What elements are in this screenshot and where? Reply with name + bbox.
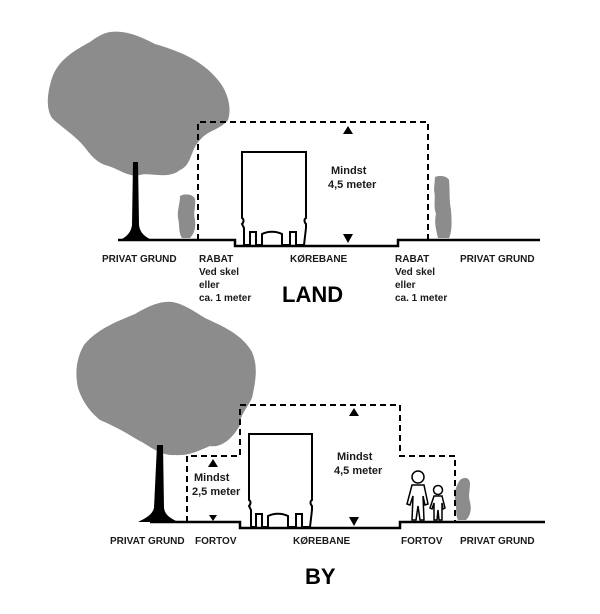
land-right-private-label: PRIVAT GRUND [460,254,535,265]
land-right-rabat-label: RABAT [395,254,430,265]
sidewalk-clearance-envelope [186,404,456,522]
truck-icon [240,151,307,246]
land-left-private-label: PRIVAT GRUND [102,254,177,265]
arrow-up-icon [349,408,359,416]
shrub-icon [177,194,196,238]
tree-icon [76,301,256,456]
land-height-label-2: 4,5 meter [328,179,377,191]
shrub-icon [454,477,471,520]
by-road-height-2: 4,5 meter [334,465,383,477]
tree-trunk [120,162,152,240]
by-sidewalk-height-1: Mindst [194,472,230,484]
pedestrians-icon [406,470,446,521]
land-title: LAND [282,282,344,307]
arrow-down-icon [209,515,217,521]
by-right-private-label: PRIVAT GRUND [460,536,535,547]
land-road-label: KØREBANE [290,254,348,265]
shrub-icon [434,176,452,238]
tree-icon [47,31,230,176]
by-right-sidewalk-label: FORTOV [401,536,443,547]
arrow-down-icon [343,234,353,243]
truck-icon [247,433,313,528]
clearance-envelope [197,121,429,240]
land-height-label-1: Mindst [331,165,367,177]
land-left-rabat-label: RABAT [199,254,234,265]
arrow-up-icon [208,459,218,467]
land-right-rabat-line4: ca. 1 meter [395,293,448,304]
by-diagram [76,301,545,530]
by-road-height-1: Mindst [337,451,373,463]
ground-line [150,520,545,530]
land-left-rabat-line3: eller [199,280,220,291]
by-left-private-label: PRIVAT GRUND [110,536,185,547]
land-right-rabat-line3: eller [395,280,416,291]
land-right-rabat-line2: Ved skel [395,267,436,278]
by-title: BY [305,564,336,589]
by-sidewalk-height-2: 2,5 meter [192,486,241,498]
arrow-down-icon [349,517,359,526]
land-diagram [47,31,540,248]
land-left-rabat-line2: Ved skel [199,267,240,278]
by-left-sidewalk-label: FORTOV [195,536,237,547]
arrow-up-icon [343,126,353,134]
land-left-rabat-line4: ca. 1 meter [199,293,252,304]
ground-line [118,238,540,248]
tree-trunk [138,445,178,522]
by-road-label: KØREBANE [293,536,351,547]
